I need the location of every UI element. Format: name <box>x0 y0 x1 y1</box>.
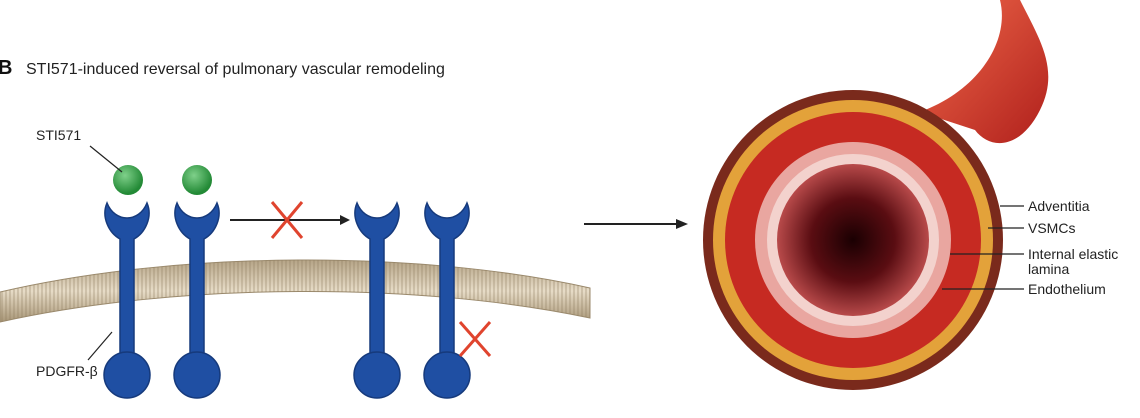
receptor-pointer <box>88 332 112 360</box>
receptor-unbound-1 <box>354 203 400 398</box>
signal-blocked-x-icon <box>460 322 490 356</box>
panel-letter: B <box>0 57 12 79</box>
receptor-label: PDGFR-β <box>36 363 98 379</box>
receptor-unbound-2 <box>424 203 470 398</box>
sti571-molecule-1 <box>113 165 143 195</box>
label-lamina: lamina <box>1028 261 1069 277</box>
drug-label: STI571 <box>36 127 81 143</box>
label-internal-elastic: Internal elastic <box>1028 246 1118 262</box>
blood-vessel <box>703 0 1048 390</box>
inhibited-arrow <box>230 202 350 238</box>
receptor-bound-2 <box>174 203 220 398</box>
label-vsmcs: VSMCs <box>1028 220 1075 236</box>
cell-membrane <box>0 260 590 322</box>
label-adventitia: Adventitia <box>1028 198 1090 214</box>
label-endothelium: Endothelium <box>1028 281 1106 297</box>
drug-pointer <box>90 146 122 172</box>
result-arrow <box>584 219 688 229</box>
figure-title: STI571-induced reversal of pulmonary vas… <box>26 61 445 78</box>
sti571-molecule-2 <box>182 165 212 195</box>
vessel-lumen <box>777 164 929 316</box>
